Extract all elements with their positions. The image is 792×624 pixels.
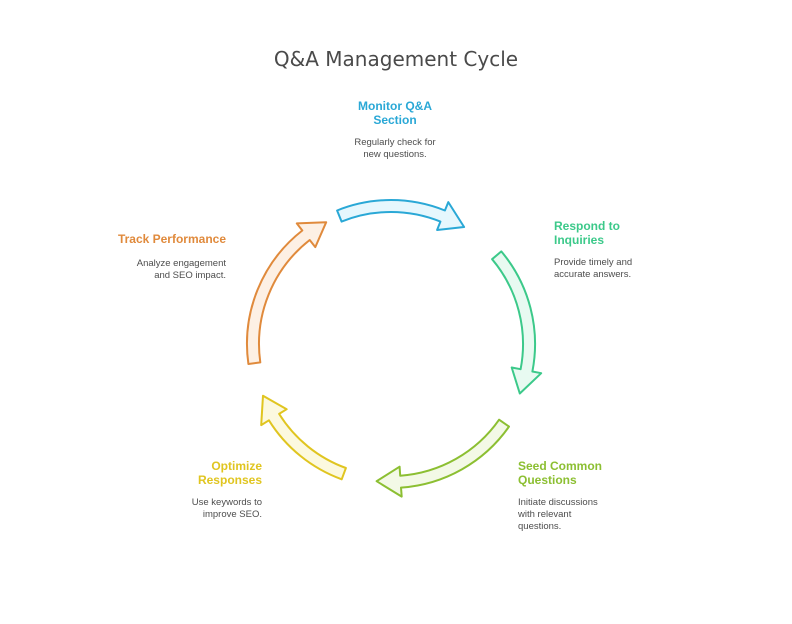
page-title: Q&A Management Cycle <box>273 47 519 71</box>
stage-monitor-description: Regularly check for new questions. <box>354 137 436 160</box>
stage-respond-description: Provide timely and accurate answers. <box>554 257 633 280</box>
stage-respond-heading: Respond to Inquiries <box>554 219 620 247</box>
stage-optimize-heading: Optimize Responses <box>197 459 262 487</box>
cycle-arrow-seed <box>375 418 510 498</box>
stage-monitor-heading: Monitor Q&A Section <box>358 99 432 127</box>
stage-optimize-description: Use keywords to improve SEO. <box>191 497 262 520</box>
stage-monitor: Monitor Q&A Section Regularly check for … <box>335 99 455 161</box>
stage-track-heading: Track Performance <box>117 232 226 246</box>
stage-track-description: Analyze engagement and SEO impact. <box>136 258 226 281</box>
cycle-arrow-optimize <box>260 394 347 481</box>
stage-optimize: Optimize Responses Use keywords to impro… <box>142 459 262 521</box>
stage-seed-description: Initiate discussions with relevant quest… <box>518 497 598 532</box>
stage-respond: Respond to Inquiries Provide timely and … <box>554 219 674 281</box>
stage-seed: Seed Common Questions Initiate discussio… <box>518 459 648 533</box>
stage-track: Track Performance Analyze engagement and… <box>96 232 226 282</box>
cycle-arrow-respond <box>491 250 543 395</box>
cycle-arrow-track <box>246 221 328 365</box>
cycle-arrow-monitor <box>336 199 466 231</box>
stage-seed-heading: Seed Common Questions <box>518 459 603 487</box>
